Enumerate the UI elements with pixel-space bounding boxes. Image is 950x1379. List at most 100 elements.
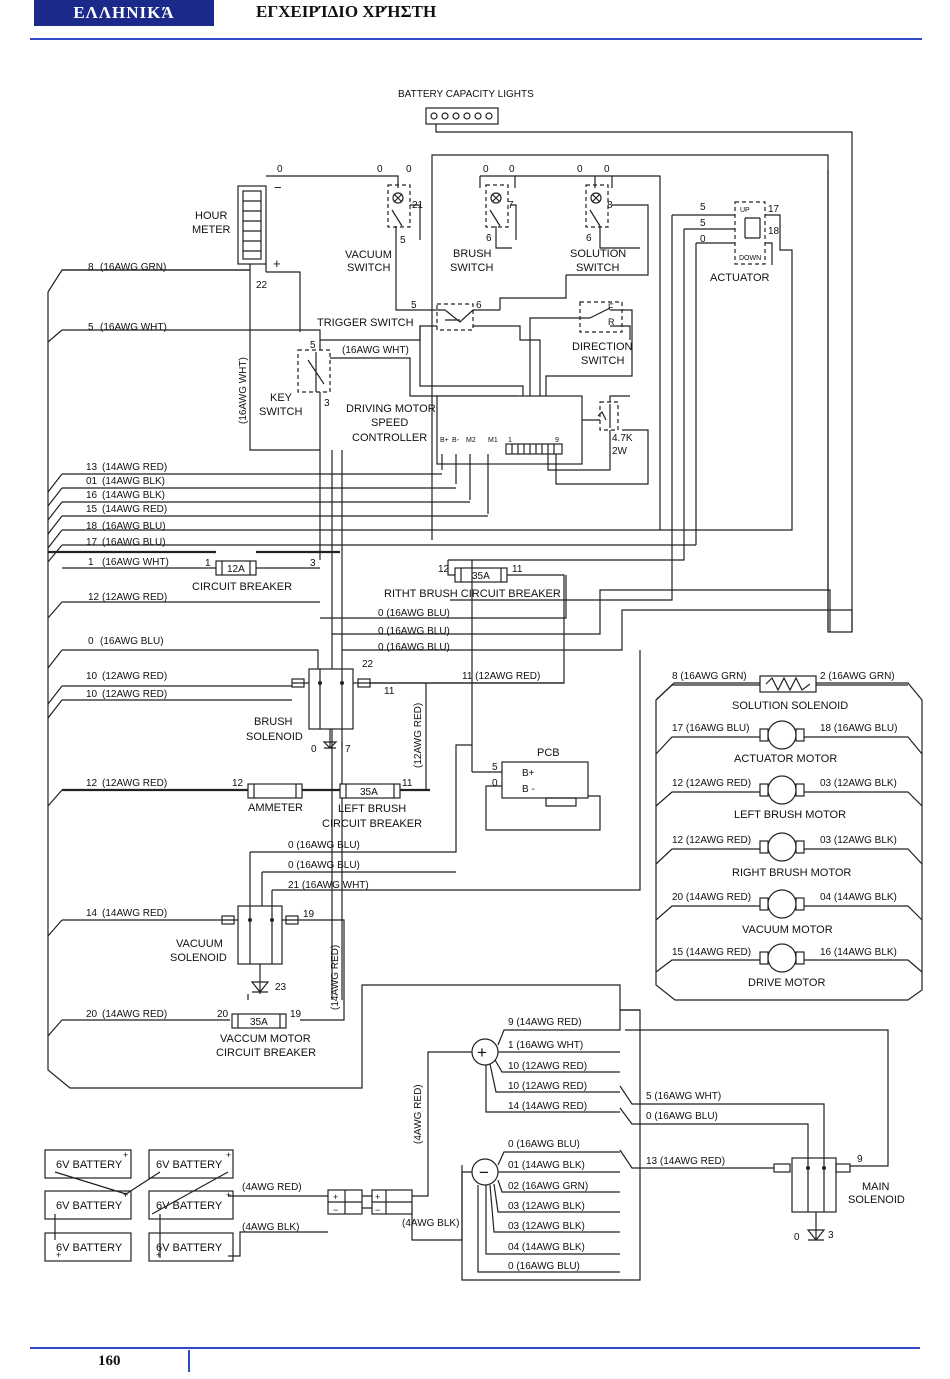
svg-text:18: 18 (86, 521, 98, 532)
battery-connector-right: + − (371, 1189, 413, 1215)
act-t0: 0 (700, 234, 706, 245)
svg-text:B-: B- (452, 437, 460, 444)
vaccum-motor-breaker: 35A 20 19 VACCUM MOTOR CIRCUIT BREAKER (216, 1009, 316, 1059)
svg-text:6V BATTERY: 6V BATTERY (56, 1200, 123, 1212)
act-t5b: 5 (700, 218, 706, 229)
brush-switch[interactable]: 7 6 BRUSH SWITCH (450, 184, 514, 274)
svg-text:6: 6 (486, 233, 492, 244)
svg-text:(14AWG RED): (14AWG RED) (102, 1009, 167, 1020)
svg-text:5: 5 (400, 235, 406, 246)
svg-text:DOWN: DOWN (739, 255, 761, 262)
direction-switch[interactable]: F R DIRECTION SWITCH (570, 301, 633, 367)
svg-text:23: 23 (275, 982, 287, 993)
brush-solenoid: 0 7 22 11 BRUSH SOLENOID (246, 659, 395, 755)
vacuum-switch[interactable]: 21 5 VACUUM SWITCH (345, 184, 424, 274)
svg-text:5: 5 (88, 322, 94, 333)
speed-controller: DRIVING MOTOR SPEED CONTROLLER B+ B- M2 … (346, 395, 583, 465)
svg-text:(16AWG BLU): (16AWG BLU) (100, 636, 164, 647)
svg-text:12 (12AWG RED): 12 (12AWG RED) (672, 778, 751, 789)
act-t5a: 5 (700, 202, 706, 213)
trigger-switch[interactable]: 5 6 TRIGGER SWITCH (317, 300, 500, 331)
footer-separator (188, 1350, 190, 1372)
vac-wht-label: 21 (16AWG WHT) (288, 880, 369, 891)
blu-2-label: 0 (16AWG BLU) (378, 626, 450, 637)
svg-text:10: 10 (86, 689, 98, 700)
svg-text:7: 7 (345, 744, 351, 755)
svg-text:(12AWG RED): (12AWG RED) (102, 778, 167, 789)
svg-text:5: 5 (492, 762, 498, 773)
language-badge: ΕΛΛΗΝΙΚΆ (34, 0, 214, 26)
main-solenoid: 9 0 3 MAIN SOLENOID (773, 1154, 905, 1243)
svg-text:12: 12 (88, 592, 100, 603)
solution-switch[interactable]: 8 6 SOLUTION SWITCH (570, 184, 626, 274)
svg-text:CONTROLLER: CONTROLLER (352, 432, 427, 444)
t0-vac-a: 0 (377, 164, 383, 175)
svg-text:20: 20 (86, 1009, 98, 1020)
svg-text:B+: B+ (440, 437, 449, 444)
svg-text:SWITCH: SWITCH (576, 262, 619, 274)
svg-text:LEFT BRUSH MOTOR: LEFT BRUSH MOTOR (734, 809, 846, 821)
key-switch[interactable]: 5 3 KEY SWITCH (259, 340, 331, 418)
svg-text:−: − (274, 180, 282, 195)
left-brush-motor: 12 (12AWG RED) 03 (12AWG BLK) LEFT BRUSH… (672, 775, 897, 821)
svg-text:(16AWG GRN): (16AWG GRN) (100, 262, 166, 273)
svg-text:1: 1 (205, 558, 211, 569)
svg-text:(14AWG RED): (14AWG RED) (102, 462, 167, 473)
svg-text:12 (12AWG RED): 12 (12AWG RED) (672, 835, 751, 846)
page-number: 160 (98, 1353, 121, 1369)
actuator-motor: 17 (16AWG BLU) 18 (16AWG BLU) ACTUATOR M… (672, 720, 897, 765)
svg-text:2 (16AWG GRN): 2 (16AWG GRN) (820, 671, 895, 682)
svg-text:METER: METER (192, 224, 231, 236)
svg-text:10: 10 (86, 671, 98, 682)
svg-text:02 (16AWG GRN): 02 (16AWG GRN) (508, 1181, 588, 1192)
svg-text:KEY: KEY (270, 392, 293, 404)
t0-br-a: 0 (483, 164, 489, 175)
svg-text:19: 19 (290, 1009, 302, 1020)
svg-text:(16AWG BLU): (16AWG BLU) (102, 537, 166, 548)
actuator[interactable]: UP DOWN 17 18 ACTUATOR (710, 201, 780, 284)
vert-wht-label: (16AWG WHT) (238, 357, 249, 424)
svg-text:BRUSH: BRUSH (254, 716, 293, 728)
svg-text:6V BATTERY: 6V BATTERY (56, 1159, 123, 1171)
svg-text:01 (14AWG BLK): 01 (14AWG BLK) (508, 1160, 585, 1171)
key-wht-label: (16AWG WHT) (342, 345, 409, 356)
svg-text:3: 3 (828, 1230, 834, 1241)
svg-text:B -: B - (522, 784, 535, 795)
svg-text:6V BATTERY: 6V BATTERY (56, 1242, 123, 1254)
svg-text:TRIGGER SWITCH: TRIGGER SWITCH (317, 317, 414, 329)
svg-text:+: + (226, 1190, 231, 1200)
svg-text:11: 11 (384, 686, 395, 697)
svg-text:SPEED: SPEED (371, 417, 408, 429)
svg-text:9: 9 (555, 437, 559, 444)
svg-text:15 (14AWG RED): 15 (14AWG RED) (672, 947, 751, 958)
svg-text:AMMETER: AMMETER (248, 802, 303, 814)
svg-text:12: 12 (232, 778, 244, 789)
svg-text:HOUR: HOUR (195, 210, 227, 222)
svg-text:03 (12AWG BLK): 03 (12AWG BLK) (820, 778, 897, 789)
svg-text:UP: UP (740, 207, 750, 214)
red4-label: (4AWG RED) (242, 1182, 302, 1193)
svg-text:+: + (273, 256, 281, 271)
svg-text:1: 1 (508, 437, 512, 444)
motor-panel-outline (655, 682, 923, 1001)
svg-text:04 (14AWG BLK): 04 (14AWG BLK) (820, 892, 897, 903)
svg-text:SOLENOID: SOLENOID (848, 1194, 905, 1206)
svg-text:LEFT BRUSH: LEFT BRUSH (338, 803, 406, 815)
svg-text:SOLENOID: SOLENOID (246, 731, 303, 743)
svg-text:CIRCUIT BREAKER: CIRCUIT BREAKER (216, 1047, 316, 1059)
svg-text:3: 3 (310, 558, 316, 569)
right-brush-motor: 12 (12AWG RED) 03 (12AWG BLK) RIGHT BRUS… (672, 832, 897, 879)
svg-text:6V BATTERY: 6V BATTERY (156, 1159, 223, 1171)
svg-text:+: + (375, 1192, 380, 1202)
t0-vac-b: 0 (406, 164, 412, 175)
svg-text:5: 5 (310, 340, 316, 351)
svg-text:8 (16AWG GRN): 8 (16AWG GRN) (672, 671, 747, 682)
svg-text:8: 8 (88, 262, 94, 273)
svg-text:8: 8 (607, 200, 613, 211)
svg-text:VACUUM: VACUUM (176, 938, 223, 950)
svg-text:03 (12AWG BLK): 03 (12AWG BLK) (508, 1221, 585, 1232)
svg-text:4.7K: 4.7K (612, 433, 633, 444)
drive-motor: 15 (14AWG RED) 16 (14AWG BLK) DRIVE MOTO… (672, 943, 897, 989)
svg-text:15: 15 (86, 504, 98, 515)
